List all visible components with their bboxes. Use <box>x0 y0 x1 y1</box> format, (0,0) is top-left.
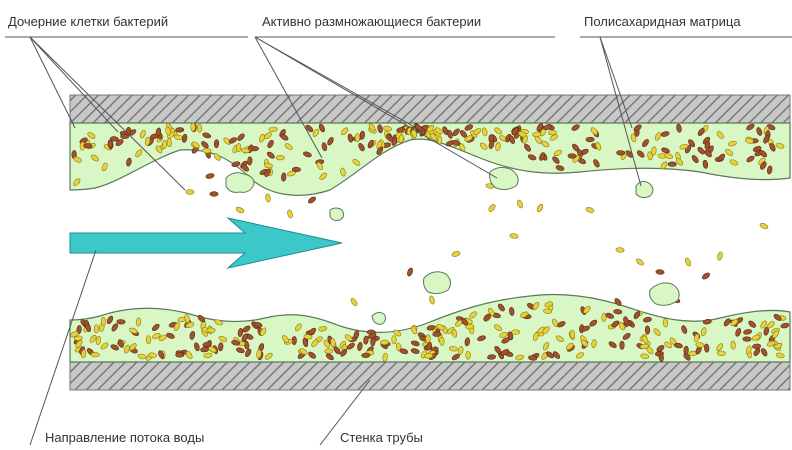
label-flow-direction: Направление потока воды <box>45 430 204 445</box>
bacterium-brown <box>668 162 676 167</box>
bacterium-yellow <box>759 222 769 230</box>
label-polysaccharide-matrix: Полисахаридная матрица <box>584 14 741 29</box>
bacterium-brown <box>214 139 219 148</box>
bacterium-yellow <box>94 325 99 333</box>
bacterium-yellow <box>269 127 277 132</box>
bacterium-yellow <box>536 203 544 213</box>
bacterium-brown <box>620 341 625 349</box>
matrix-blob <box>636 181 653 197</box>
bacterium-brown <box>406 267 413 276</box>
matrix-blob <box>490 167 519 189</box>
bacterium-yellow <box>684 257 692 267</box>
bacterium-yellow <box>265 193 271 202</box>
bacterium-brown <box>175 127 184 132</box>
matrix-blob <box>330 208 344 221</box>
bacterium-yellow <box>207 328 216 333</box>
bacterium-brown <box>117 319 126 324</box>
bacterium-yellow <box>717 251 723 260</box>
bacterium-yellow <box>511 330 519 335</box>
bacterium-yellow <box>197 124 202 133</box>
bacterium-yellow <box>616 247 625 252</box>
bacterium-yellow <box>162 140 167 149</box>
bacterium-brown <box>586 137 594 142</box>
label-pipe-wall: Стенка трубы <box>340 430 423 445</box>
bacterium-brown <box>176 353 184 358</box>
bacterium-brown <box>743 337 751 342</box>
bacterium-brown <box>568 154 577 159</box>
bacterium-yellow <box>731 341 736 350</box>
bacterium-yellow <box>635 258 644 267</box>
matrix-blob <box>372 312 386 324</box>
bacterium-yellow <box>276 155 285 160</box>
bacterium-yellow <box>350 297 359 306</box>
bacterium-brown <box>84 143 93 148</box>
bacterium-yellow <box>191 123 196 131</box>
bacterium-brown <box>362 353 371 358</box>
bacterium-yellow <box>325 349 334 354</box>
label-active-bacteria: Активно размножающиеся бактерии <box>262 14 481 29</box>
bacterium-yellow <box>516 199 524 209</box>
bacterium-yellow <box>585 206 594 213</box>
bacterium-brown <box>616 150 625 155</box>
bacterium-yellow <box>355 134 360 142</box>
bacterium-yellow <box>717 351 726 356</box>
bacterium-brown <box>292 167 301 172</box>
bacterium-yellow <box>663 319 668 328</box>
bacterium-yellow <box>203 148 212 153</box>
bacterium-brown <box>656 269 665 275</box>
bacterium-yellow <box>136 318 141 327</box>
bacterium-yellow <box>235 206 245 214</box>
bacterium-yellow <box>466 351 471 360</box>
flow-arrow <box>70 218 342 268</box>
bacterium-yellow <box>236 143 241 152</box>
bacterium-brown <box>704 344 709 353</box>
bacterium-yellow <box>570 330 575 339</box>
bacterium-brown <box>701 272 710 281</box>
leader-daughter-cells-3 <box>30 37 75 128</box>
bacterium-yellow <box>429 295 436 304</box>
bacterium-yellow <box>91 352 100 357</box>
bacterium-brown <box>210 192 218 197</box>
bacterium-brown <box>433 332 442 337</box>
bacterium-yellow <box>392 335 397 344</box>
bacterium-yellow <box>287 209 294 218</box>
bacterium-brown <box>645 326 650 335</box>
bacterium-yellow <box>449 346 458 351</box>
bacterium-yellow <box>465 324 474 329</box>
bacterium-brown <box>307 196 317 205</box>
matrix-blob <box>650 283 680 305</box>
bacterium-yellow <box>439 337 444 346</box>
pipe-wall-bottom <box>70 362 790 390</box>
bacterium-brown <box>205 173 214 179</box>
bacterium-yellow <box>186 190 194 195</box>
label-daughter-cells: Дочерние клетки бактерий <box>8 14 168 29</box>
bacterium-yellow <box>509 233 518 239</box>
bacterium-yellow <box>488 203 497 212</box>
bacterium-brown <box>247 157 252 166</box>
bacterium-yellow <box>101 317 106 325</box>
bacterium-yellow <box>380 340 389 345</box>
bacterium-yellow <box>426 335 431 343</box>
bacterium-brown <box>281 173 286 182</box>
bacterium-yellow <box>451 251 460 258</box>
matrix-blob <box>424 272 451 294</box>
matrix-blob <box>226 173 254 193</box>
bacterium-yellow <box>146 336 151 344</box>
pipe-wall-top <box>70 95 790 123</box>
